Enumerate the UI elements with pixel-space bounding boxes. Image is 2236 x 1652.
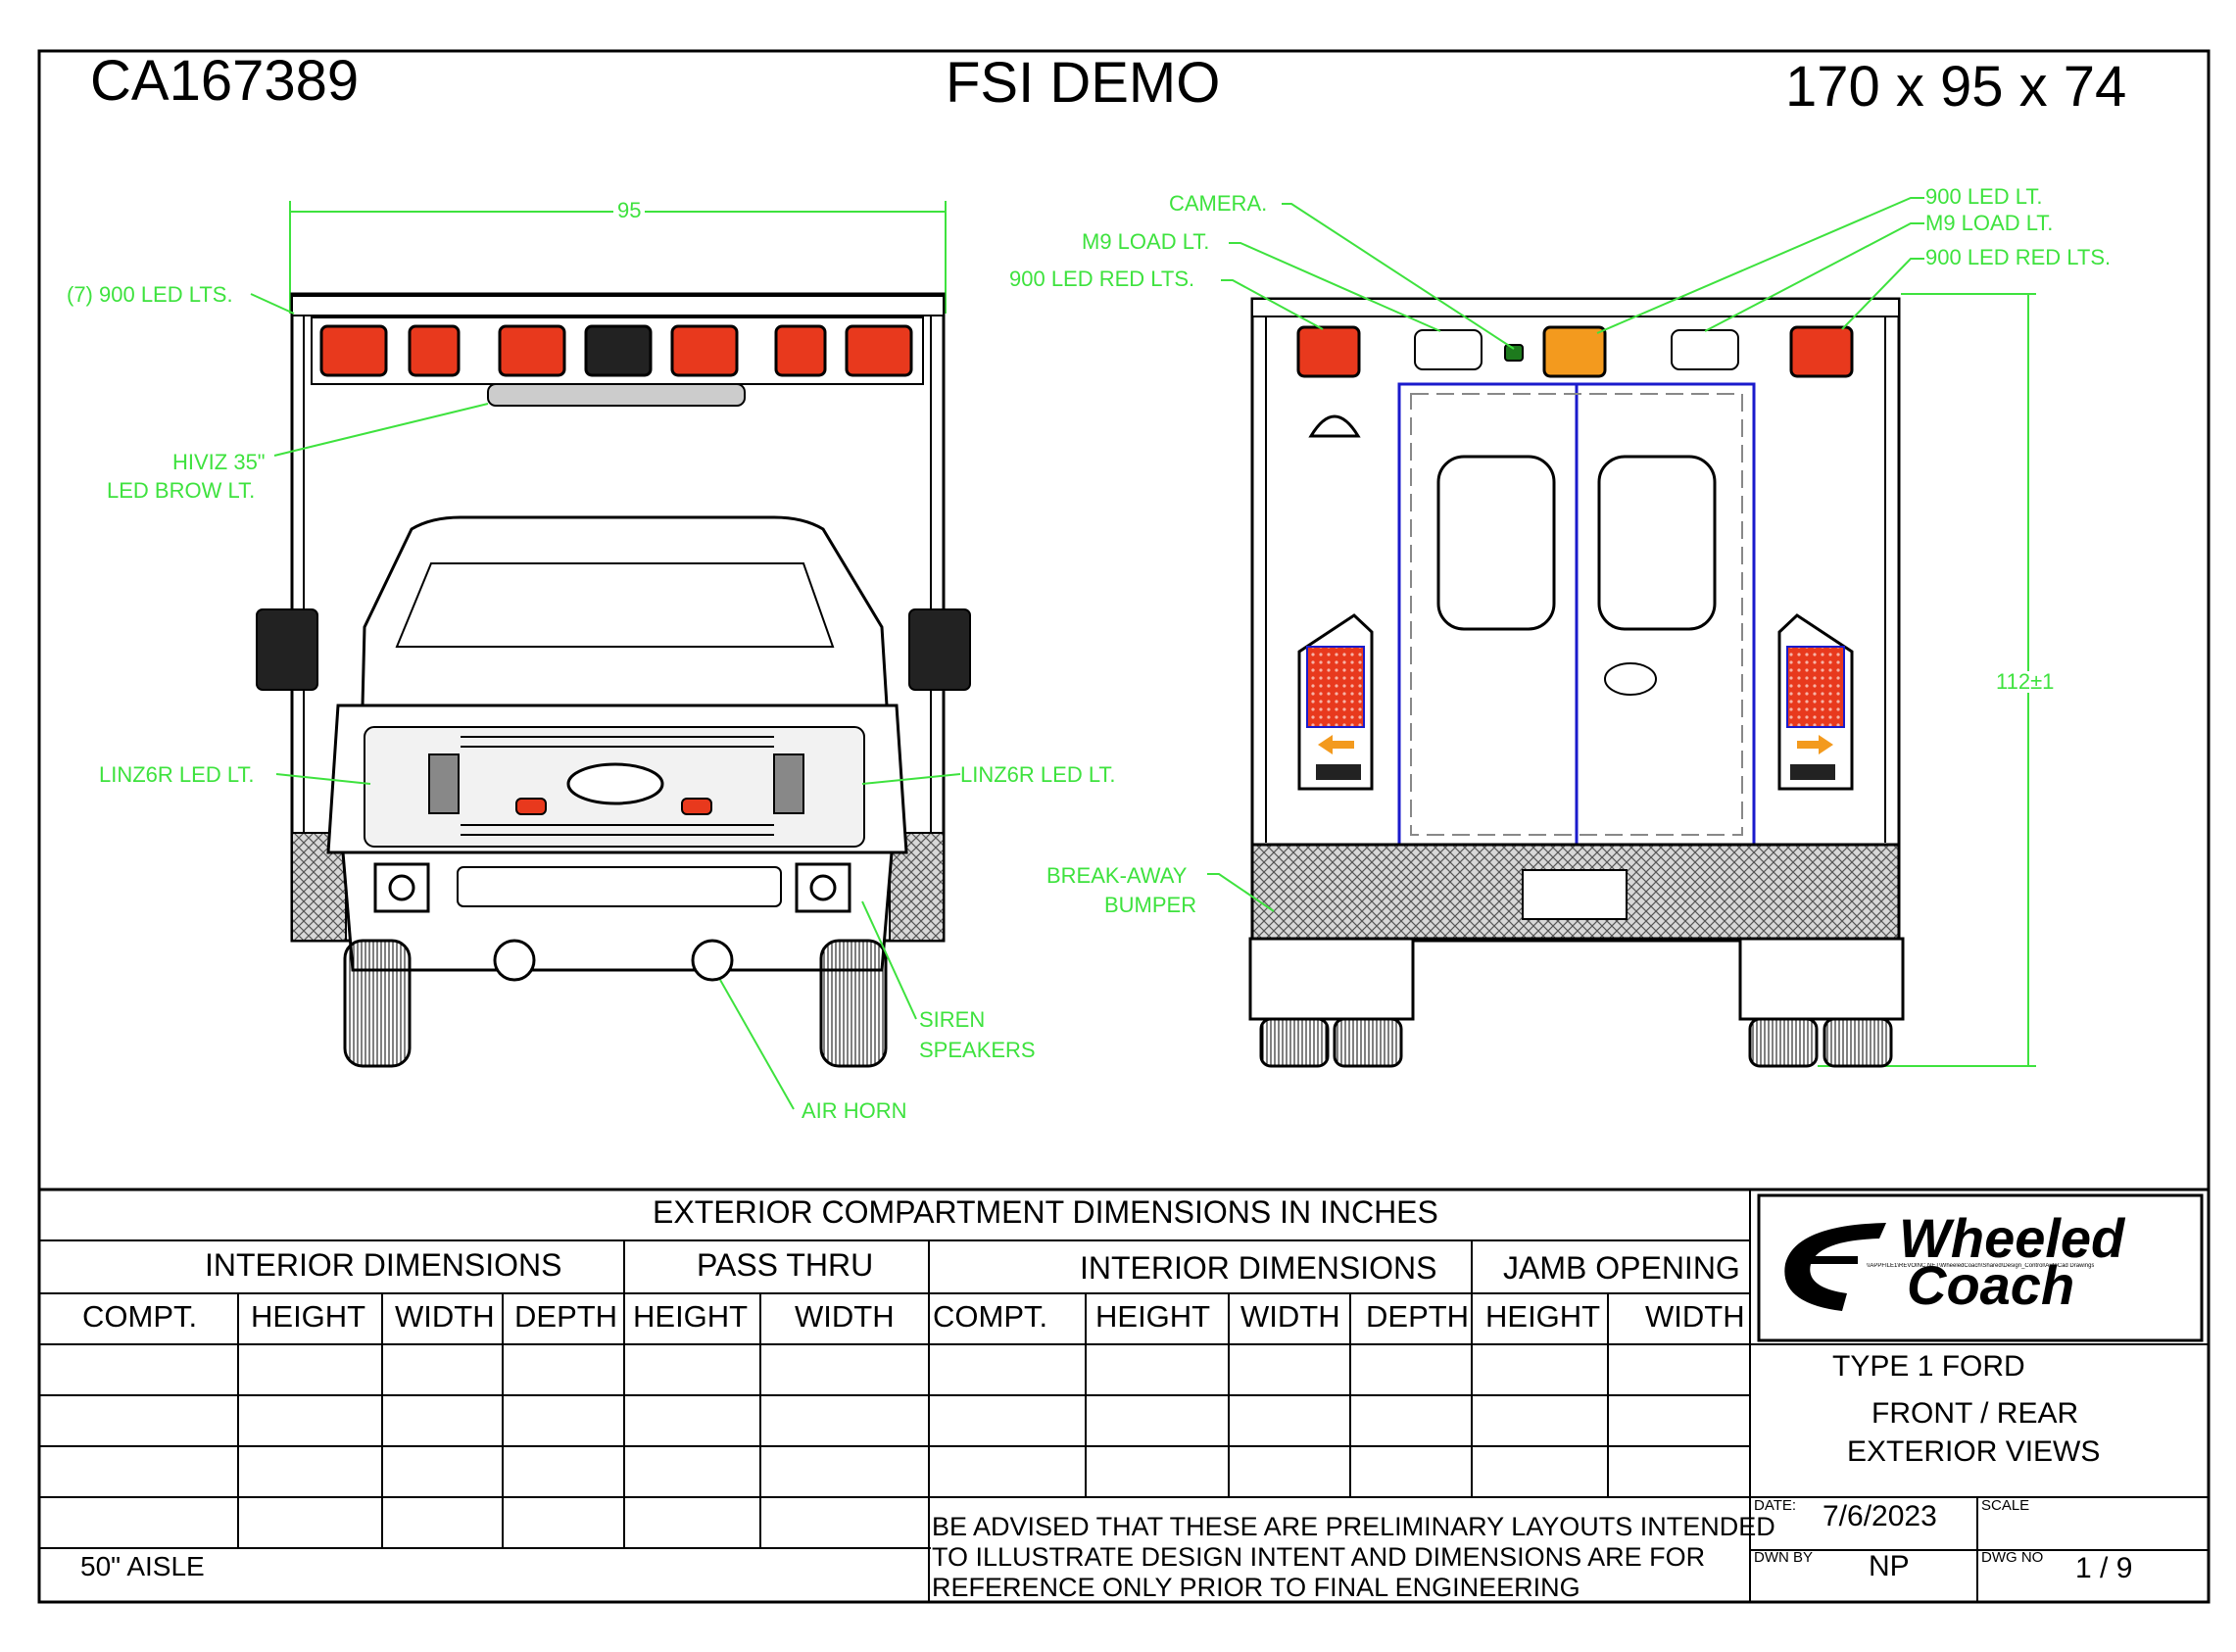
- col-jamb-width: WIDTH: [1645, 1299, 1745, 1334]
- callout-siren-2: SPEAKERS: [919, 1038, 1036, 1062]
- left-group-pass-thru: PASS THRU: [697, 1247, 874, 1283]
- logo-file-path: \\APPFILE1\REVOINC.NET\WheeledCoach\Shar…: [1867, 1263, 2094, 1269]
- right-group-interior: INTERIOR DIMENSIONS: [1080, 1250, 1437, 1286]
- project-name: FSI DEMO: [946, 51, 1221, 115]
- rear-view: [1207, 197, 2036, 1068]
- col-right-compt: COMPT.: [933, 1299, 1048, 1334]
- left-group-interior: INTERIOR DIMENSIONS: [205, 1247, 562, 1283]
- view-title-1: FRONT / REAR: [1871, 1397, 2079, 1430]
- col-left-height: HEIGHT: [251, 1299, 366, 1334]
- height-dimension: 112±1: [1993, 671, 2058, 693]
- callout-linz-right: LINZ6R LED LT.: [960, 762, 1116, 787]
- logo-wordmark-line-1: Wheeled: [1899, 1207, 2125, 1269]
- sheet-border: [37, 49, 2211, 1604]
- dwg-no-value: 1 / 9: [2075, 1552, 2133, 1584]
- width-dimension: 95: [613, 200, 646, 221]
- callout-air-horn: AIR HORN: [802, 1098, 907, 1123]
- dwg-no-label: DWG NO: [1981, 1549, 2044, 1566]
- col-right-width: WIDTH: [1240, 1299, 1340, 1334]
- date-label: DATE:: [1754, 1497, 1797, 1514]
- col-left-compt: COMPT.: [82, 1299, 198, 1334]
- callout-bumper-2: BUMPER: [1104, 893, 1197, 917]
- ford-emblem: [566, 762, 664, 805]
- callout-front-led-lights: (7) 900 LED LTS.: [67, 282, 233, 307]
- callout-red-lts-right: 900 LED RED LTS.: [1925, 245, 2112, 269]
- callout-siren-1: SIREN: [919, 1007, 986, 1032]
- col-left-depth: DEPTH: [514, 1299, 618, 1334]
- col-pass-height: HEIGHT: [633, 1299, 749, 1334]
- callout-red-lts-left: 900 LED RED LTS.: [1009, 267, 1195, 291]
- callout-m9-load-left: M9 LOAD LT.: [1082, 229, 1210, 254]
- front-view: [250, 201, 971, 1110]
- drawn-by-value: NP: [1869, 1550, 1910, 1582]
- col-jamb-height: HEIGHT: [1485, 1299, 1601, 1334]
- brow-light: [487, 383, 746, 407]
- callout-brow-light-2: LED BROW LT.: [107, 478, 256, 503]
- job-number: CA167389: [90, 49, 360, 113]
- callout-brow-light-1: HIVIZ 35": [172, 450, 266, 474]
- disclaimer-line-1: BE ADVISED THAT THESE ARE PRELIMINARY LA…: [932, 1512, 1775, 1541]
- aisle-note: 50" AISLE: [80, 1551, 205, 1581]
- wheeled-coach-logo-mark: [1784, 1223, 1886, 1311]
- col-pass-width: WIDTH: [795, 1299, 895, 1334]
- col-left-width: WIDTH: [395, 1299, 495, 1334]
- right-group-jamb: JAMB OPENING: [1503, 1250, 1740, 1286]
- dimension-table-grid: [39, 1190, 2209, 1602]
- chassis-type: TYPE 1 FORD: [1832, 1350, 2025, 1383]
- callout-m9-load-right: M9 LOAD LT.: [1925, 211, 2054, 235]
- disclaimer-line-2: TO ILLUSTRATE DESIGN INTENT AND DIMENSIO…: [932, 1542, 1706, 1572]
- callout-led-lt-right: 900 LED LT.: [1925, 184, 2043, 209]
- col-right-depth: DEPTH: [1366, 1299, 1470, 1334]
- col-right-height: HEIGHT: [1095, 1299, 1211, 1334]
- scale-label: SCALE: [1981, 1497, 2030, 1514]
- table-title: EXTERIOR COMPARTMENT DIMENSIONS IN INCHE…: [653, 1194, 1438, 1230]
- date-value: 7/6/2023: [1823, 1500, 1937, 1532]
- callout-camera: CAMERA.: [1169, 191, 1268, 216]
- body-size: 170 x 95 x 74: [1785, 55, 2127, 119]
- callout-linz-left: LINZ6R LED LT.: [99, 762, 255, 787]
- view-title-2: EXTERIOR VIEWS: [1847, 1435, 2101, 1468]
- disclaimer-line-3: REFERENCE ONLY PRIOR TO FINAL ENGINEERIN…: [932, 1573, 1580, 1602]
- logo-wordmark-line-2: Coach: [1907, 1254, 2075, 1316]
- callout-bumper-1: BREAK-AWAY: [1046, 863, 1188, 888]
- drawn-by-label: DWN BY: [1754, 1549, 1813, 1566]
- front-led-lights: [319, 324, 913, 377]
